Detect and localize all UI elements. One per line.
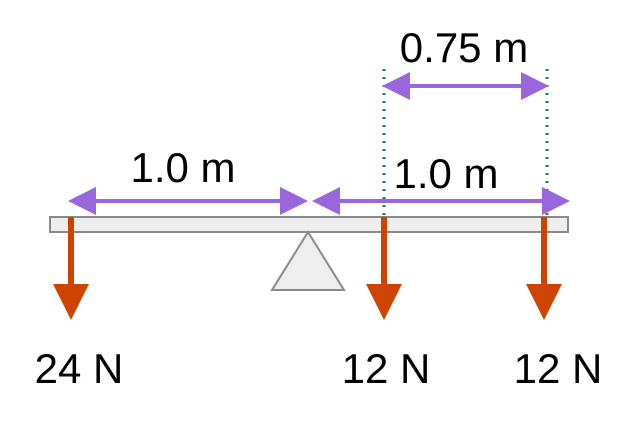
left-distance-label: 1.0 m	[130, 144, 235, 191]
force-right-label: 12 N	[514, 345, 603, 392]
force-left-label: 24 N	[35, 345, 124, 392]
right-distance-label: 1.0 m	[393, 150, 498, 197]
top-distance-label: 0.75 m	[400, 24, 528, 71]
force-middle-label: 12 N	[342, 345, 431, 392]
fulcrum-triangle	[270, 230, 346, 291]
lever-beam	[49, 216, 569, 233]
